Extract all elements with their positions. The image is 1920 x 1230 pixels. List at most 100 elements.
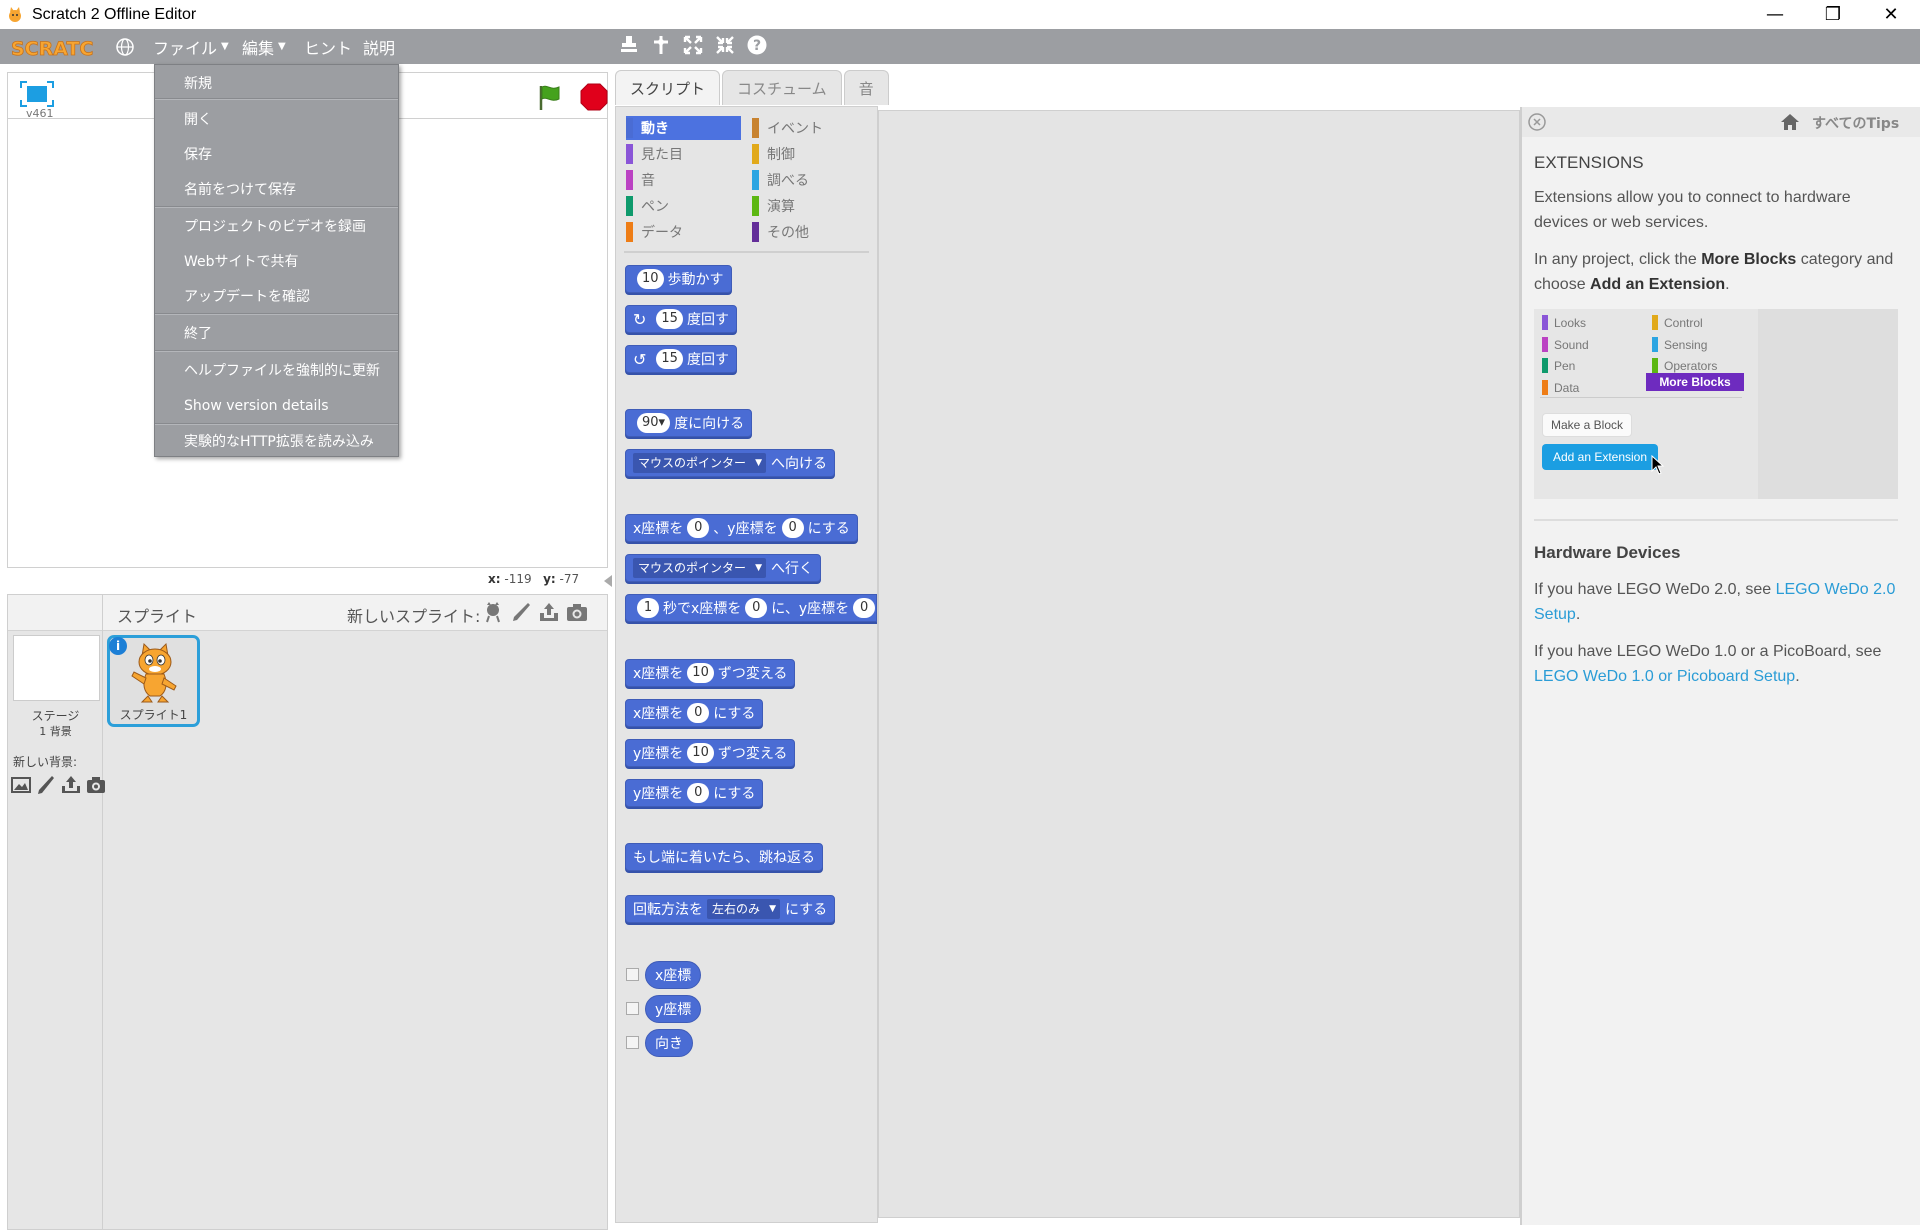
menu-item-save[interactable]: 保存 xyxy=(184,147,212,163)
reporter-x-position[interactable]: x座標 xyxy=(645,961,702,989)
camera-sprite-icon[interactable] xyxy=(566,601,588,623)
globe-icon[interactable] xyxy=(115,37,135,57)
info-icon[interactable]: i xyxy=(109,637,127,655)
choose-sprite-from-library-icon[interactable] xyxy=(482,601,504,623)
menu-item-show-version-details[interactable]: Show version details xyxy=(184,398,329,414)
menu-item-open[interactable]: 開く xyxy=(184,112,212,128)
paint-backdrop-icon[interactable] xyxy=(36,775,56,795)
upload-backdrop-icon[interactable] xyxy=(61,775,81,795)
block-text: y座標を xyxy=(633,746,684,762)
stage-thumbnail[interactable] xyxy=(13,635,100,701)
upload-sprite-icon[interactable] xyxy=(538,601,560,623)
category-looks[interactable]: 見た目 xyxy=(626,142,741,166)
green-flag-icon[interactable] xyxy=(535,83,565,113)
block-input[interactable]: 10 xyxy=(637,269,664,289)
category-motion[interactable]: 動き xyxy=(626,116,741,140)
category-more-blocks[interactable]: その他 xyxy=(752,220,867,244)
block-input[interactable]: 0 xyxy=(687,783,710,803)
block-input[interactable]: 0 xyxy=(781,518,804,538)
help-icon[interactable]: ? xyxy=(746,34,768,56)
block-set-rotation-style[interactable]: 回転方法を左右のみにする xyxy=(625,895,836,923)
block-text: にする xyxy=(713,706,756,722)
edit-menu-button[interactable]: 編集 ▼ xyxy=(242,29,286,64)
menu-item-new[interactable]: 新規 xyxy=(184,76,212,92)
shrink-icon[interactable] xyxy=(714,34,736,56)
reporter-direction[interactable]: 向き xyxy=(645,1029,693,1057)
collapse-stage-arrow-icon[interactable] xyxy=(603,574,613,588)
about-menu-button[interactable]: 説明 xyxy=(363,38,396,58)
block-input[interactable]: 1 xyxy=(637,598,659,618)
category-pen[interactable]: ペン xyxy=(626,194,741,218)
checkbox-y-position[interactable] xyxy=(626,1002,639,1015)
block-input[interactable]: 0 xyxy=(853,598,876,618)
script-area[interactable] xyxy=(878,110,1520,1218)
menu-item-load-experimental-http-extension[interactable]: 実験的なHTTP拡張を読み込み xyxy=(184,434,374,450)
fullscreen-icon[interactable] xyxy=(20,81,54,107)
block-if-on-edge-bounce[interactable]: もし端に着いたら、跳ね返る xyxy=(625,843,823,871)
block-input[interactable]: 90▾ xyxy=(637,413,671,433)
backdrop-library-icon[interactable] xyxy=(11,775,31,795)
close-tips-icon[interactable] xyxy=(1527,112,1547,132)
block-input[interactable]: 15 xyxy=(656,309,683,329)
block-text: 回転方法を xyxy=(633,902,703,918)
block-input[interactable]: 10 xyxy=(687,743,714,763)
menu-item-record-video[interactable]: プロジェクトのビデオを録画 xyxy=(184,219,366,235)
minimize-button[interactable]: — xyxy=(1766,4,1784,25)
x-coord-value: -119 xyxy=(504,572,532,586)
menu-item-share-to-website[interactable]: Webサイトで共有 xyxy=(184,254,299,270)
menu-item-quit[interactable]: 終了 xyxy=(184,326,212,342)
block-dropdown[interactable]: マウスのポインター xyxy=(633,558,767,578)
block-dropdown[interactable]: 左右のみ xyxy=(707,899,781,919)
tool-icons: ? xyxy=(618,34,768,56)
close-window-button[interactable]: ✕ xyxy=(1883,4,1899,25)
category-control[interactable]: 制御 xyxy=(752,142,867,166)
duplicate-stamp-icon[interactable] xyxy=(618,34,640,56)
category-data[interactable]: データ xyxy=(626,220,741,244)
lego-wedo2-setup-link[interactable]: LEGO WeDo 2.0 Setup xyxy=(1534,581,1896,623)
tab-costumes[interactable]: コスチューム xyxy=(722,70,842,105)
sprite-thumbnail-sprite1[interactable]: i スプライト1 xyxy=(107,635,200,727)
all-tips-link[interactable]: すべてのTips xyxy=(1812,116,1900,132)
block-input[interactable]: 0 xyxy=(687,518,710,538)
camera-backdrop-icon[interactable] xyxy=(86,775,106,795)
category-sensing[interactable]: 調べる xyxy=(752,168,867,192)
block-point-in-direction[interactable]: 90▾度に向ける xyxy=(625,409,753,437)
tips-menu-button[interactable]: ヒント xyxy=(304,38,353,58)
maximize-button[interactable]: ❐ xyxy=(1824,4,1842,25)
stop-sign-icon[interactable] xyxy=(579,82,609,112)
checkbox-direction[interactable] xyxy=(626,1036,639,1049)
block-input[interactable]: 0 xyxy=(745,598,768,618)
tab-scripts[interactable]: スクリプト xyxy=(615,70,721,105)
block-go-to[interactable]: マウスのポインターへ行く xyxy=(625,554,822,582)
home-icon[interactable] xyxy=(1780,112,1800,132)
tab-sounds[interactable]: 音 xyxy=(843,70,889,105)
lego-wedo1-picoboard-setup-link[interactable]: LEGO WeDo 1.0 or Picoboard Setup xyxy=(1534,668,1796,685)
delete-scissors-icon[interactable] xyxy=(650,34,672,56)
block-input[interactable]: 0 xyxy=(687,703,710,723)
category-events[interactable]: イベント xyxy=(752,116,867,140)
menu-item-force-update-help[interactable]: ヘルプファイルを強制的に更新 xyxy=(184,363,380,379)
file-menu-button[interactable]: ファイル ▼ xyxy=(153,29,229,64)
category-operators[interactable]: 演算 xyxy=(752,194,867,218)
checkbox-x-position[interactable] xyxy=(626,968,639,981)
menu-item-check-updates[interactable]: アップデートを確認 xyxy=(184,289,310,305)
block-point-towards[interactable]: マウスのポインターへ向ける xyxy=(625,449,836,477)
block-input[interactable]: 15 xyxy=(656,349,683,369)
reporter-y-position[interactable]: y座標 xyxy=(645,995,702,1023)
menu-item-save-as[interactable]: 名前をつけて保存 xyxy=(184,182,296,198)
block-input[interactable]: 10 xyxy=(687,663,714,683)
scratch-logo[interactable]: SCRATCH xyxy=(9,34,94,60)
paint-new-sprite-icon[interactable] xyxy=(510,601,532,623)
grow-icon[interactable] xyxy=(682,34,704,56)
block-dropdown[interactable]: マウスのポインター xyxy=(633,453,767,473)
category-sound[interactable]: 音 xyxy=(626,168,741,192)
